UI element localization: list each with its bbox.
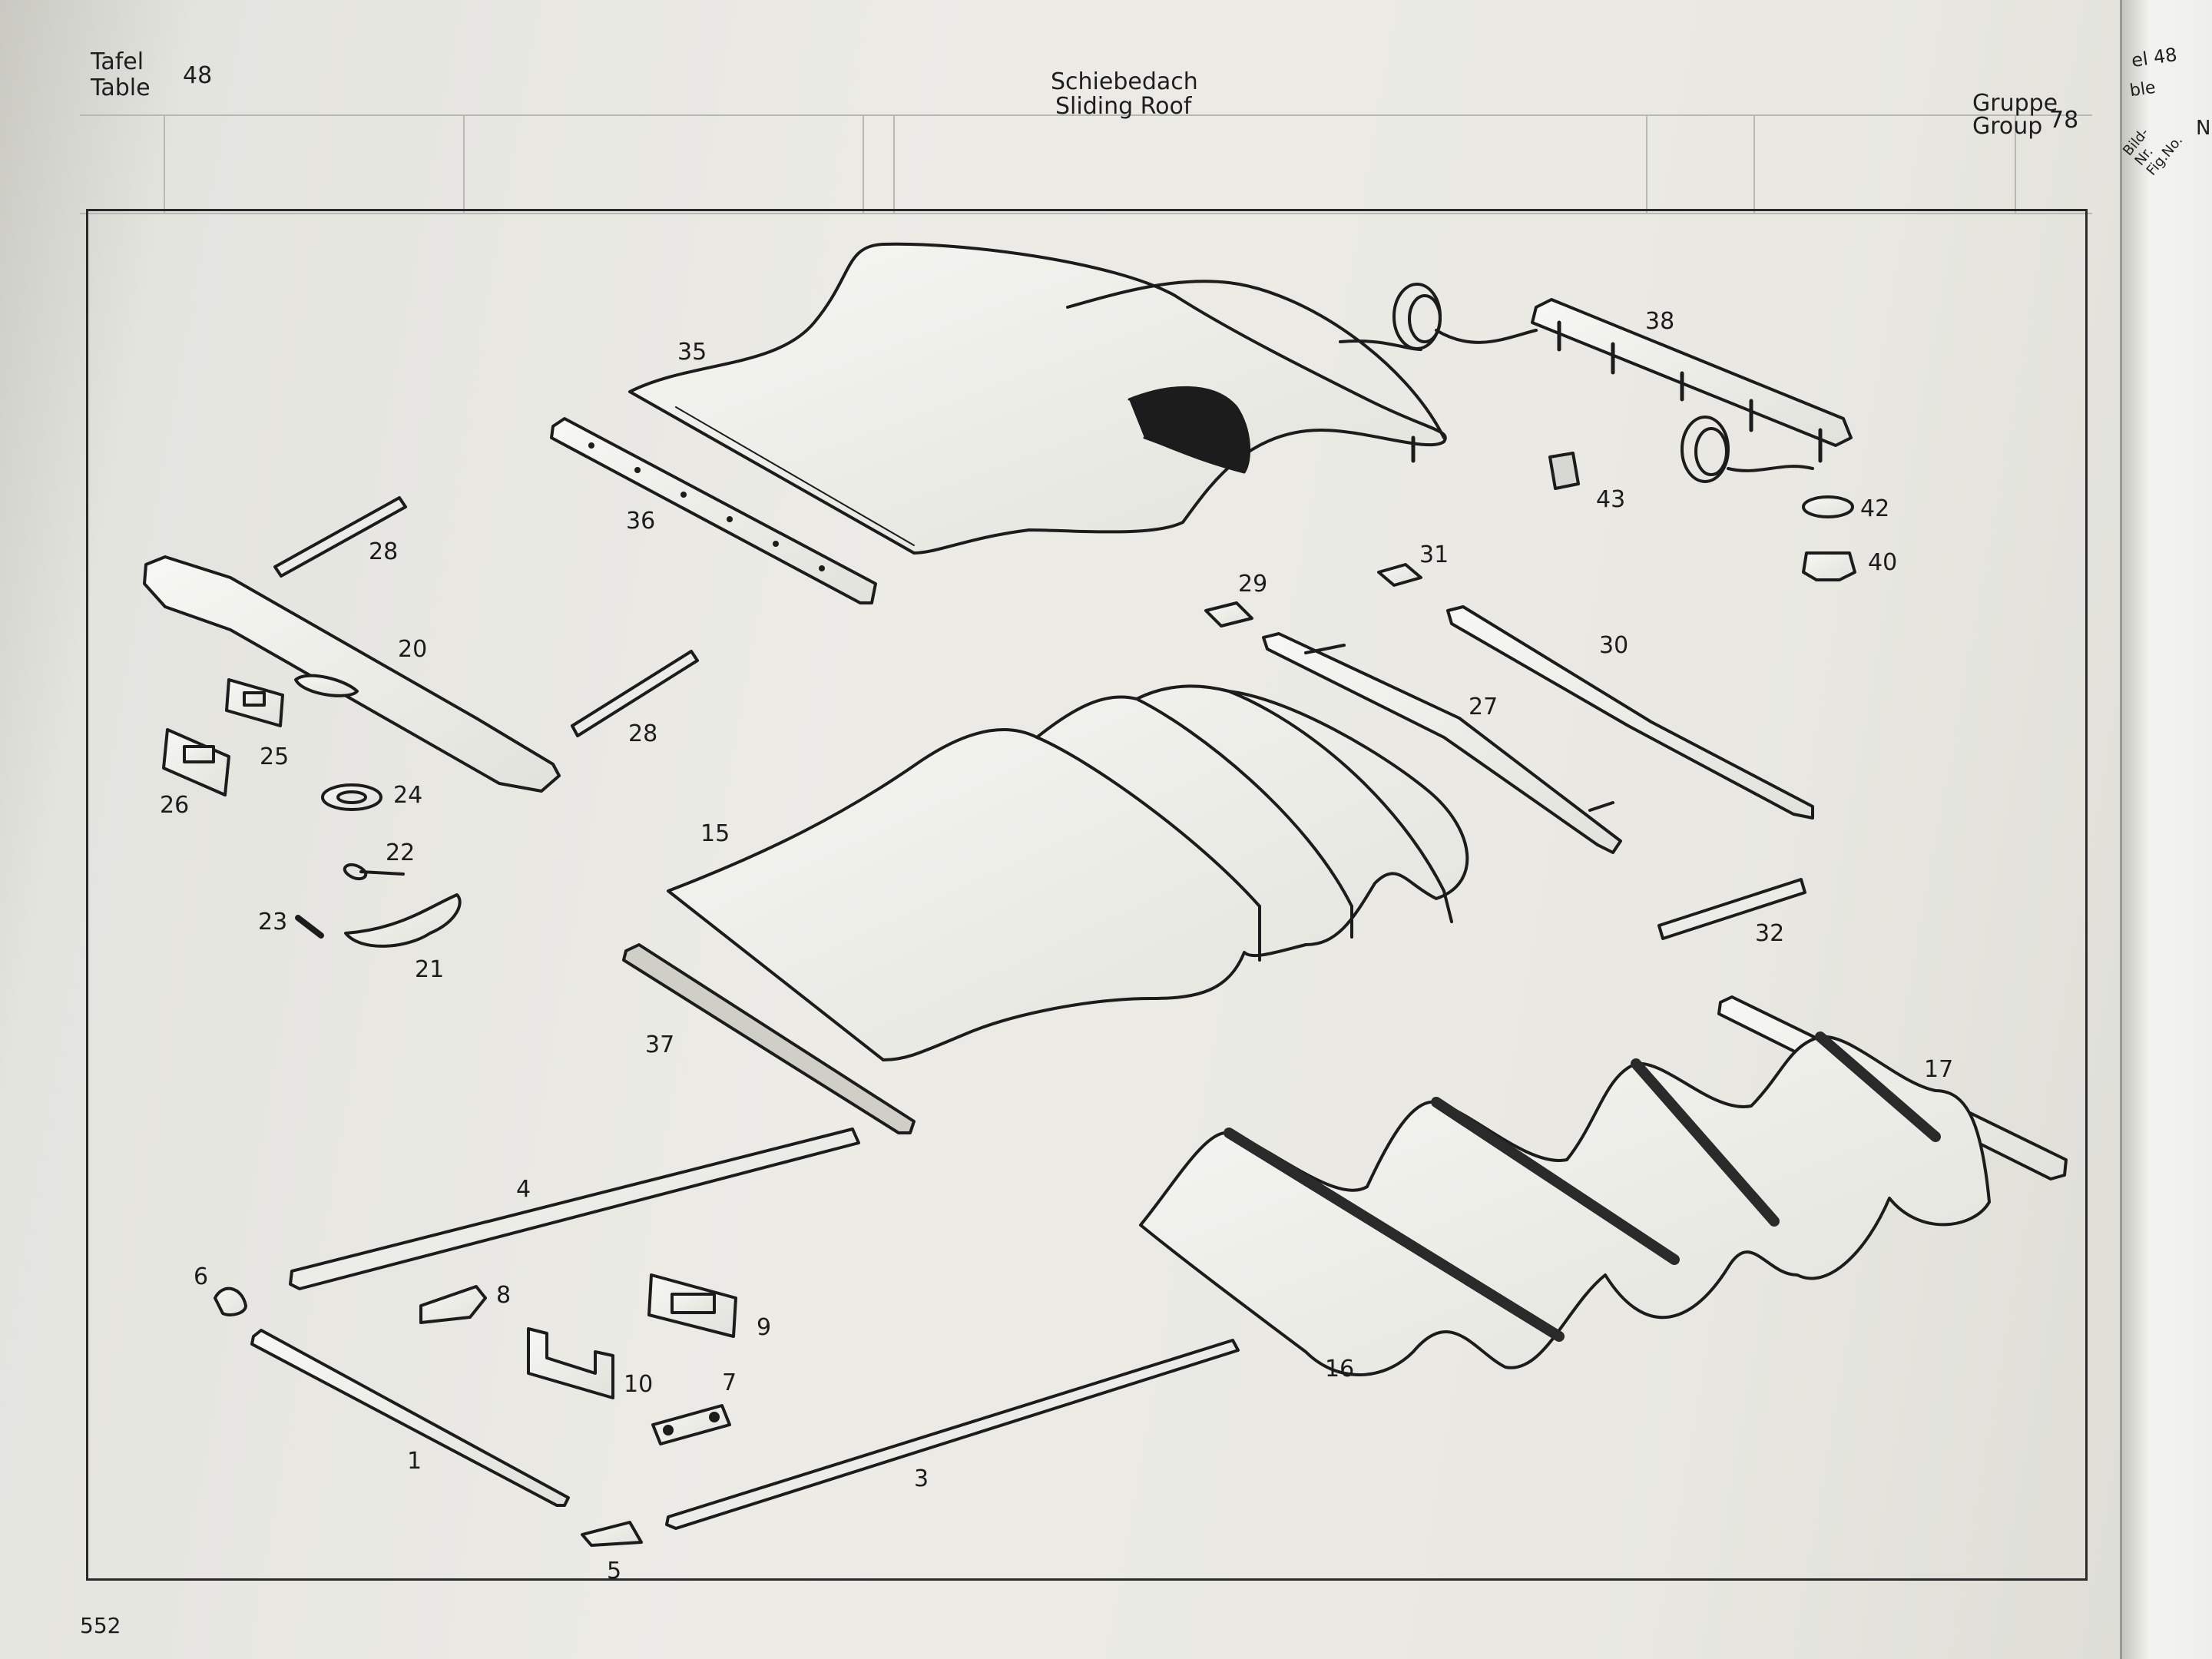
part-28-strap-middle (571, 650, 699, 737)
part-24-ring (321, 783, 382, 811)
table-label: Table (91, 75, 151, 101)
table-number: 48 (183, 62, 213, 89)
part-15-folding-cover (667, 684, 1469, 1061)
callout-29: 29 (1238, 571, 1267, 598)
callout-28-middle: 28 (628, 720, 657, 747)
part-23-pin (295, 915, 324, 939)
part-6-clip (214, 1286, 247, 1316)
adjacent-page: el 48 ble Bild- Nr. Fig.No. N (2120, 0, 2212, 1659)
callout-21: 21 (415, 956, 444, 983)
part-7-plate (651, 1404, 731, 1445)
part-3-rail (665, 1339, 1240, 1530)
bleed-through-grid (80, 114, 2092, 214)
part-38-rear-bow-with-springs (1339, 283, 1853, 483)
callout-37: 37 (645, 1031, 674, 1058)
callout-43: 43 (1596, 486, 1625, 513)
part-29-block (1204, 601, 1253, 628)
title-german: Schiebedach (1051, 68, 1198, 95)
part-27-bow (1262, 632, 1622, 854)
part-43-clip (1548, 452, 1580, 490)
callout-17: 17 (1924, 1056, 1953, 1083)
part-36-front-strip (550, 417, 877, 604)
part-9-plate (647, 1273, 737, 1338)
callout-27: 27 (1469, 694, 1498, 720)
callout-5: 5 (607, 1558, 621, 1584)
callout-4: 4 (516, 1176, 531, 1203)
gruppe-label: Gruppe (1972, 90, 2058, 117)
part-40-nut (1802, 551, 1856, 581)
part-30-bow (1446, 605, 1814, 820)
callout-20: 20 (398, 636, 427, 663)
part-8-block (419, 1285, 487, 1324)
tafel-label: Tafel (91, 48, 144, 75)
callout-25: 25 (260, 743, 289, 770)
adjacent-page-tafel: el 48 (2130, 43, 2179, 72)
group-number: 78 (2049, 107, 2079, 134)
adjacent-page-fig-column: Bild- Nr. Fig.No. (2120, 124, 2187, 179)
diagram-frame (86, 209, 2088, 1581)
callout-1: 1 (407, 1448, 422, 1475)
callout-36: 36 (626, 508, 655, 535)
adjacent-page-n-column: N (2196, 117, 2211, 140)
callout-42: 42 (1860, 495, 1889, 522)
part-1-strip (250, 1329, 570, 1507)
part-31-block (1377, 563, 1422, 587)
part-22-spring (343, 863, 405, 881)
part-4-rail (289, 1128, 860, 1290)
callout-31: 31 (1419, 541, 1449, 568)
part-26-plate (162, 728, 230, 796)
callout-24: 24 (393, 782, 422, 809)
part-5-corner-piece (581, 1521, 643, 1547)
callout-32: 32 (1755, 920, 1784, 947)
callout-30: 30 (1599, 632, 1628, 659)
part-28-strap-upper (273, 496, 407, 578)
part-16-corrugated-cover (1139, 1031, 1991, 1376)
callout-7: 7 (722, 1369, 737, 1396)
callout-15: 15 (700, 820, 730, 847)
callout-38: 38 (1645, 308, 1674, 335)
title-english: Sliding Roof (1055, 93, 1192, 120)
part-20-rail (143, 555, 561, 793)
adjacent-page-table: ble (2128, 78, 2157, 101)
callout-28-upper: 28 (369, 538, 398, 565)
callout-8: 8 (496, 1282, 511, 1309)
part-21-handle (344, 893, 462, 948)
part-25-plate (225, 678, 284, 727)
callout-10: 10 (624, 1371, 653, 1398)
part-32-strap (1657, 878, 1806, 940)
group-label: Group (1972, 113, 2043, 140)
callout-26: 26 (160, 792, 189, 819)
callout-9: 9 (757, 1314, 771, 1341)
part-37-seal-strip (622, 943, 916, 1134)
part-10-bracket (527, 1327, 614, 1399)
callout-3: 3 (914, 1465, 929, 1492)
part-42-washer (1802, 495, 1854, 518)
part-35-roof-cover (628, 242, 1447, 555)
callout-35: 35 (677, 339, 707, 366)
callout-6: 6 (194, 1263, 208, 1290)
callout-16: 16 (1325, 1356, 1354, 1382)
callout-40: 40 (1868, 549, 1897, 576)
callout-23: 23 (258, 909, 287, 935)
page-number: 552 (80, 1613, 121, 1638)
callout-22: 22 (386, 839, 415, 866)
